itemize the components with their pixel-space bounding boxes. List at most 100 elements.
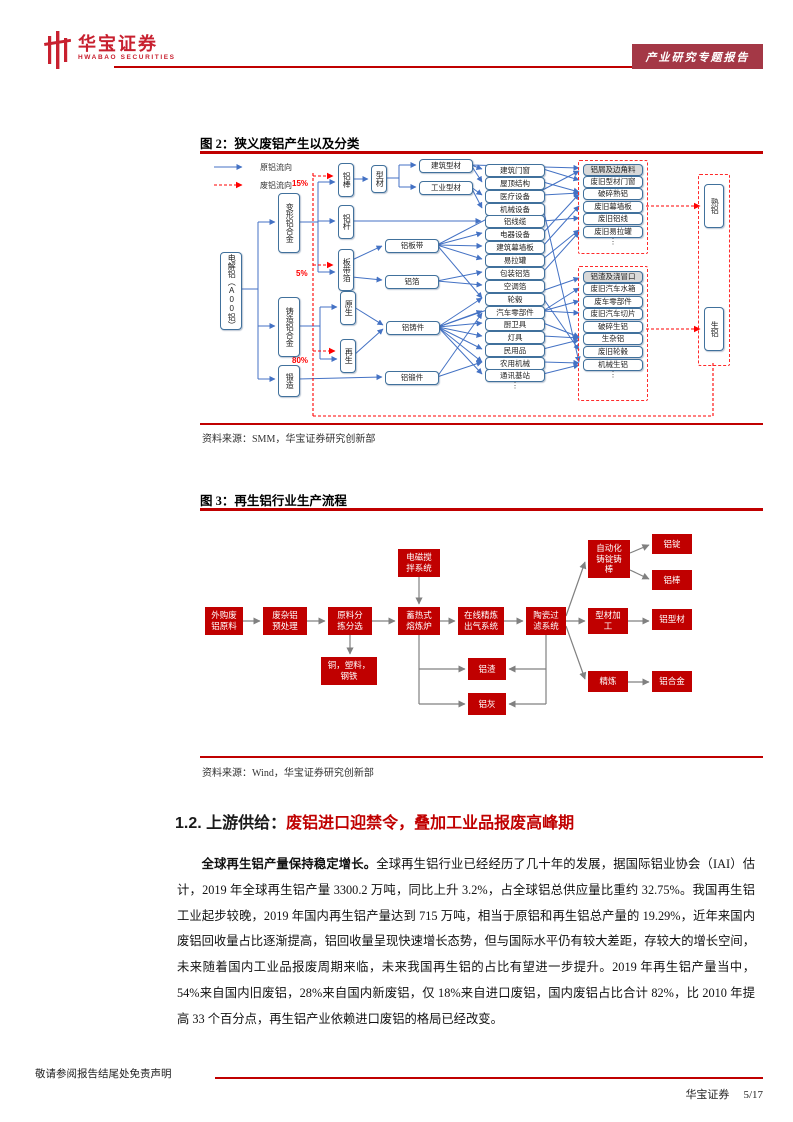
fig2-mid-item: 电器设备 [485, 228, 545, 241]
fig2-mid-item: 空调箔 [485, 280, 545, 293]
fig2-percent-5: 5% [296, 269, 308, 278]
section-heading: 1.2. 上游供给：废铝进口迎禁令，叠加工业品报废高峰期 [175, 813, 765, 835]
section-title-red: 废铝进口迎禁令，叠加工业品报废高峰期 [286, 815, 575, 832]
fig2-mid-item: 灯具 [485, 331, 545, 344]
footer-page-number: 5/17 [743, 1089, 763, 1101]
fig2-group2-item: 机械生铝 [583, 359, 643, 371]
fig2-node-profile: 型材 [371, 165, 387, 193]
fig3-node-slag: 铝渣 [468, 658, 506, 680]
fig2-mid-item: 通讯基站 [485, 369, 545, 382]
logo-subtitle: HWABAO SECURITIES [78, 54, 176, 61]
fig2-mid-item: 建筑幕墙板 [485, 241, 545, 254]
logo-text-block: 华宝证券 HWABAO SECURITIES [78, 34, 176, 61]
fig2-group2-item: 铝渣及浇冒口 [583, 271, 643, 283]
fig3-node-copper-plastic-steel: 铜，塑料， 钢铁 [321, 657, 377, 685]
fig3-node-ingot: 铝锭 [652, 534, 692, 554]
fig2-node-raw-aluminum: 生铝 [704, 307, 724, 351]
fig2-source: 资料来源：SMM，华宝证券研究创新部 [202, 434, 376, 445]
fig2-title-rule [200, 151, 763, 154]
fig2-node-recycled: 再生 [340, 339, 356, 373]
fig2-group1-item: 废旧易拉罐 [583, 226, 643, 238]
fig2-group1-item: 铝屑及边角料 [583, 164, 643, 176]
fig2-mid-item: 厨卫具 [485, 318, 545, 331]
fig2-group2-item: 生杂铝 [583, 333, 643, 345]
fig2-mid-item: 易拉罐 [485, 254, 545, 267]
fig2-group1-item: 废旧型材门窗 [583, 176, 643, 188]
fig3-node-profile-processing: 型材加 工 [588, 608, 628, 634]
fig2-group1-item: 废旧幕墙板 [583, 201, 643, 213]
fig3-node-regenerative-furnace: 蓄热式 熔炼炉 [398, 607, 440, 635]
body-paragraph: 全球再生铝产量保持稳定增长。全球再生铝行业已经经历了几十年的发展，据国际铝业协会… [177, 852, 755, 1033]
fig2-node-aluminum-rod: 铝棒 [338, 163, 354, 197]
paragraph-lead: 全球再生铝产量保持稳定增长。 [201, 857, 377, 871]
footer-rule [215, 1077, 763, 1079]
fig2-mid-item: 包装铝箔 [485, 267, 545, 280]
fig2-percent-15: 15% [292, 179, 309, 188]
fig3-source: 资料来源：Wind，华宝证券研究创新部 [202, 768, 374, 779]
fig2-group2-item: 废旧汽车水箱 [583, 283, 643, 295]
fig2-mid-item: 屋顶结构 [485, 177, 545, 190]
paragraph-body: 全球再生铝行业已经经历了几十年的发展，据国际铝业协会（IAI）估计，2019 年… [177, 857, 755, 1026]
fig2-node-wrought-alloy: 变形铝合金 [278, 193, 300, 253]
fig2-node-forgings: 铝锻件 [385, 371, 439, 385]
fig3-connectors [243, 544, 650, 708]
fig3-node-electromagnetic-stirring: 电磁搅 拌系统 [398, 549, 440, 577]
fig3-title-rule [200, 508, 763, 511]
fig3-node-ceramic-filter: 陶瓷过 滤系统 [526, 607, 566, 635]
report-type-badge: 产业研究专题报告 [632, 44, 763, 69]
fig3-node-pretreatment: 废杂铝 预处理 [263, 607, 307, 635]
fig2-group1-ellipsis: ⋮ [609, 237, 617, 246]
fig2-mid-item: 民用品 [485, 344, 545, 357]
fig2-node-cast-alloy: 铸造铝合金 [278, 297, 300, 357]
fig2-mid-item: 铝线缆 [485, 215, 545, 228]
fig3-title: 图 3：再生铝行业生产流程 [200, 494, 347, 508]
fig2-group2-ellipsis: ⋮ [609, 370, 617, 379]
fig3-node-purchased-scrap: 外购废 铝原料 [205, 607, 243, 635]
fig2-group2-item: 破碎生铝 [583, 321, 643, 333]
section-title-black: 上游供给： [206, 815, 287, 832]
fig2-legend-primary: 原铝流向 [260, 163, 292, 172]
fig2-node-forging: 锻造 [278, 365, 300, 397]
fig2-node-foil: 铝箔 [385, 275, 439, 289]
fig2-mid-item: 医疗设备 [485, 190, 545, 203]
logo-title: 华宝证券 [78, 34, 158, 54]
fig2-mid-item: 轮毂 [485, 293, 545, 306]
fig3-node-profile: 铝型材 [652, 609, 692, 630]
fig2-node-cooked-aluminum: 熟铝 [704, 184, 724, 228]
fig2-diagram: 原铝流向 废铝流向 15% 5% 80% 电解铝（A00铝） 变形铝合金 铸造铝… [200, 157, 765, 419]
fig2-node-aluminum-wire-rod: 铝杆 [338, 205, 354, 239]
footer-brand: 华宝证券 [685, 1089, 730, 1101]
section-number: 1.2. [175, 815, 207, 832]
fig3-node-refining: 精炼 [588, 671, 628, 692]
fig3-node-rod: 铝棒 [652, 570, 692, 590]
footer-disclaimer: 敬请参阅报告结尾处免责声明 [35, 1069, 172, 1080]
fig2-node-construction-profile: 建筑型材 [419, 159, 473, 173]
fig2-node-primary: 原生 [340, 291, 356, 325]
fig2-group2-item: 废车零部件 [583, 296, 643, 308]
fig2-bottom-rule [200, 423, 763, 425]
fig3-node-alloy: 铝合金 [652, 671, 692, 692]
fig3-node-auto-casting: 自动化 铸锭铸 棒 [588, 540, 630, 578]
fig2-node-industrial-profile: 工业型材 [419, 181, 473, 195]
fig2-title: 图 2：狭义废铝产生以及分类 [200, 137, 360, 151]
fig2-scrap-group-cooked [578, 160, 648, 254]
fig3-node-ash: 铝灰 [468, 693, 506, 715]
fig2-node-electrolytic-aluminum: 电解铝（A00铝） [220, 252, 242, 330]
fig2-node-castings: 铝铸件 [386, 321, 440, 335]
hwabao-logo-icon [44, 31, 71, 69]
fig2-mid-item: 建筑门窗 [485, 164, 545, 177]
footer-right: 华宝证券 5/17 [500, 1086, 763, 1102]
fig2-node-sheet-strip-foil: 板带箔 [338, 249, 354, 291]
fig2-percent-80: 80% [292, 356, 309, 365]
fig2-group1-item: 破碎熟铝 [583, 188, 643, 200]
fig2-output-group [698, 174, 730, 366]
header-rule [114, 66, 763, 68]
fig3-node-sorting: 原料分 拣分选 [328, 607, 372, 635]
fig2-group2-item: 废旧轮毂 [583, 346, 643, 358]
fig3-bottom-rule [200, 756, 763, 758]
fig2-legend-scrap: 废铝流向 [260, 181, 292, 190]
fig2-mid-ellipsis: ⋮ [511, 381, 519, 390]
fig2-group1-item: 废旧铝线 [583, 213, 643, 225]
fig3-node-online-refining: 在线精炼 出气系统 [458, 607, 504, 635]
